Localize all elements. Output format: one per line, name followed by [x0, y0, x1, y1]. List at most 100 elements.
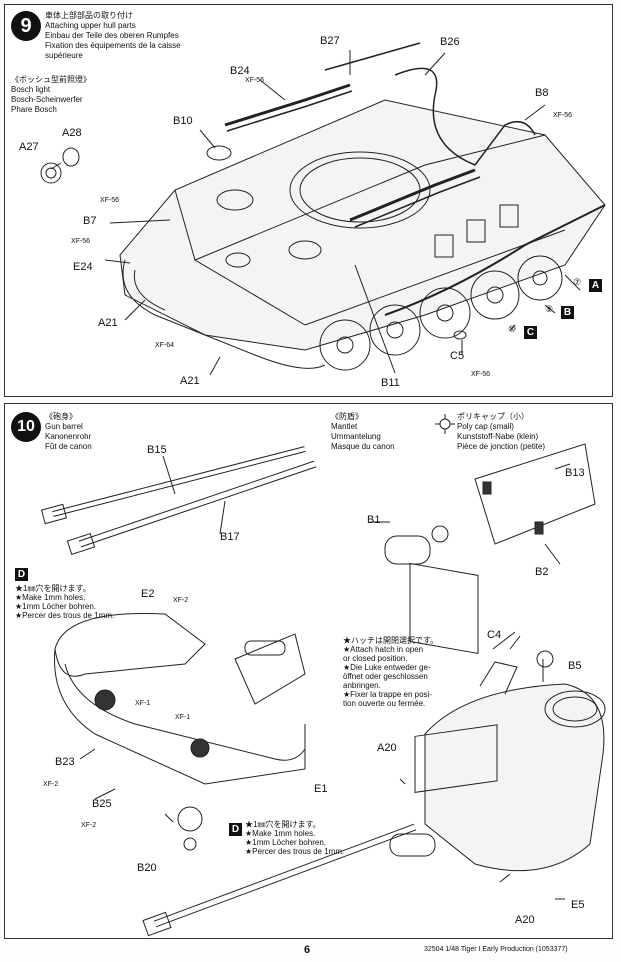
step-10-number: 10 [11, 412, 41, 442]
drill-badge-d: D [15, 568, 28, 581]
drill-note-jp: ★1㎜穴を開けます。 [15, 584, 91, 593]
paint-label-xf56-b7: XF-56 [100, 197, 120, 204]
part-label-b8: B8 [535, 87, 549, 99]
part-label-a21-bottom: A21 [180, 375, 200, 387]
assembled-turret [389, 631, 606, 900]
part-label-b20: B20 [137, 862, 157, 874]
part-label-a20-bottom: A20 [515, 914, 535, 926]
part-label-e24: E24 [73, 261, 93, 273]
part-label-b5: B5 [568, 660, 582, 672]
bosch-light-title-de: Bosch-Scheinwerfer [11, 95, 83, 104]
gun-and-turret-drawing [40, 414, 606, 937]
page-number: 6 [304, 944, 311, 956]
step-ref-box-c: C [524, 326, 537, 339]
turret-ring [289, 151, 431, 229]
step-ref-box-b: B [561, 306, 574, 319]
drill-note-2-en: ★Make 1mm holes. [245, 829, 316, 838]
part-label-e1: E1 [314, 783, 328, 795]
paint-label-xf1-center: XF-1 [175, 714, 191, 721]
hatch-note-5: öffnet oder geschlossen [343, 672, 428, 681]
drill-note-2-fr: ★Percer des trous de 1mm. [245, 847, 345, 856]
cable-b8 [349, 168, 476, 222]
part-label-b24: B24 [230, 65, 250, 77]
part-label-b11: B11 [381, 377, 400, 389]
drill-badge-d-2: D [229, 823, 242, 836]
part-label-b13: B13 [565, 467, 585, 479]
gun-barrel-title-en: Gun barrel [45, 422, 83, 431]
paint-label-xf56-c5: XF-56 [471, 371, 491, 378]
paint-label-xf56-b24: XF-56 [245, 77, 265, 84]
drill-note-2-jp: ★1㎜穴を開けます。 [245, 820, 321, 829]
hatch-note-7: ★Fixer la trappe en posi- [343, 690, 432, 699]
mantlet-title-de: Ummantelung [331, 432, 381, 441]
hatch-note-8: tion ouverte ou fermée. [343, 699, 426, 708]
part-label-b25: B25 [92, 798, 112, 810]
poly-cap-title-en: Poly cap (small) [457, 422, 514, 431]
drill-note-de: ★1mm Löcher bohren. [15, 602, 96, 611]
part-label-a20-top: A20 [377, 742, 397, 754]
cable-b24 [224, 83, 351, 127]
step-10-panel: 10 《砲身》 Gun barrel Kanonenrohr Fût de ca… [4, 403, 613, 939]
mantlet-title-jp: 《防盾》 [331, 412, 363, 421]
paint-label-xf64: XF-64 [155, 342, 175, 349]
part-label-b17: B17 [220, 531, 240, 543]
part-label-a21-left: A21 [98, 317, 118, 329]
gun-barrel-title-jp: 《砲身》 [45, 412, 77, 421]
turret-shell-e2 [54, 612, 306, 832]
step-ref-7: ⑦ [573, 277, 582, 287]
paint-label-xf2-e2: XF-2 [173, 597, 189, 604]
part-a28-shape [62, 147, 80, 167]
part-label-b27: B27 [320, 35, 340, 47]
gun-barrel-title-fr: Fût de canon [45, 442, 92, 451]
bosch-light-title-jp: 《ボッシュ型前照燈》 [11, 75, 91, 84]
step-9-title-en: Attaching upper hull parts [45, 21, 136, 30]
drill-note-fr: ★Percer des trous de 1mm. [15, 611, 115, 620]
mantlet-title-en: Mantlet [331, 422, 358, 431]
step-9-title-jp: 車体上部部品の取り付け [45, 11, 133, 20]
mantlet-title-fr: Masque du canon [331, 442, 395, 451]
step-9-number: 9 [11, 11, 41, 41]
part-label-b2: B2 [535, 566, 549, 578]
part-label-c4: C4 [487, 629, 502, 641]
hatch-note-3: or closed position. [343, 654, 408, 663]
mantlet-assembly [370, 443, 596, 654]
part-label-b1: B1 [367, 514, 381, 526]
poly-cap-title-fr: Pièce de jonction (petite) [457, 442, 546, 451]
step-ref-10: ⑩ [508, 324, 517, 334]
upper-hull-drawing [40, 42, 606, 376]
hatch-note-4: ★Die Luke entweder ge- [343, 663, 431, 672]
part-label-c5: C5 [450, 350, 465, 362]
part-label-b23: B23 [55, 756, 75, 768]
part-label-b26: B26 [440, 36, 460, 48]
part-label-b10: B10 [173, 115, 193, 127]
part-label-e2: E2 [141, 588, 155, 600]
part-label-b15: B15 [147, 444, 167, 456]
drill-note-2-de: ★1mm Löcher bohren. [245, 838, 326, 847]
step-ref-9: ⑨ [545, 304, 554, 314]
poly-cap-title-jp: ポリキャップ（小） [457, 412, 529, 421]
part-label-e5: E5 [571, 899, 585, 911]
step-9-title-fr-2: supérieure [45, 51, 83, 60]
paint-label-xf2-b23: XF-2 [43, 781, 59, 788]
step-9-title-fr: Fixation des équipements de la caisse [45, 41, 181, 50]
paint-label-xf56-e24: XF-56 [71, 238, 91, 245]
bosch-light-title-en: Bosch light [11, 85, 51, 94]
step-ref-box-a: A [589, 279, 602, 292]
paint-label-xf1-left: XF-1 [135, 700, 151, 707]
part-label-a27: A27 [19, 141, 39, 153]
road-wheels [319, 255, 563, 371]
hatch-note-6: anbringen. [343, 681, 381, 690]
gun-barrel-title-de: Kanonenrohr [45, 432, 92, 441]
part-label-a28: A28 [62, 127, 82, 139]
part-a27-shape [40, 162, 62, 184]
bosch-light-title-fr: Phare Bosch [11, 105, 57, 114]
drill-note-en: ★Make 1mm holes. [15, 593, 86, 602]
hull-body [119, 99, 606, 351]
hatch-note-1: ★ハッチは開閉選択です。 [343, 636, 439, 645]
paint-label-xf56-b8: XF-56 [553, 112, 573, 119]
poly-cap-icon [435, 414, 455, 434]
paint-label-xf2-b25: XF-2 [81, 822, 97, 829]
hatch-note-2: ★Attach hatch in open [343, 645, 424, 654]
step-9-panel: 9 車体上部部品の取り付け Attaching upper hull parts… [4, 4, 613, 397]
